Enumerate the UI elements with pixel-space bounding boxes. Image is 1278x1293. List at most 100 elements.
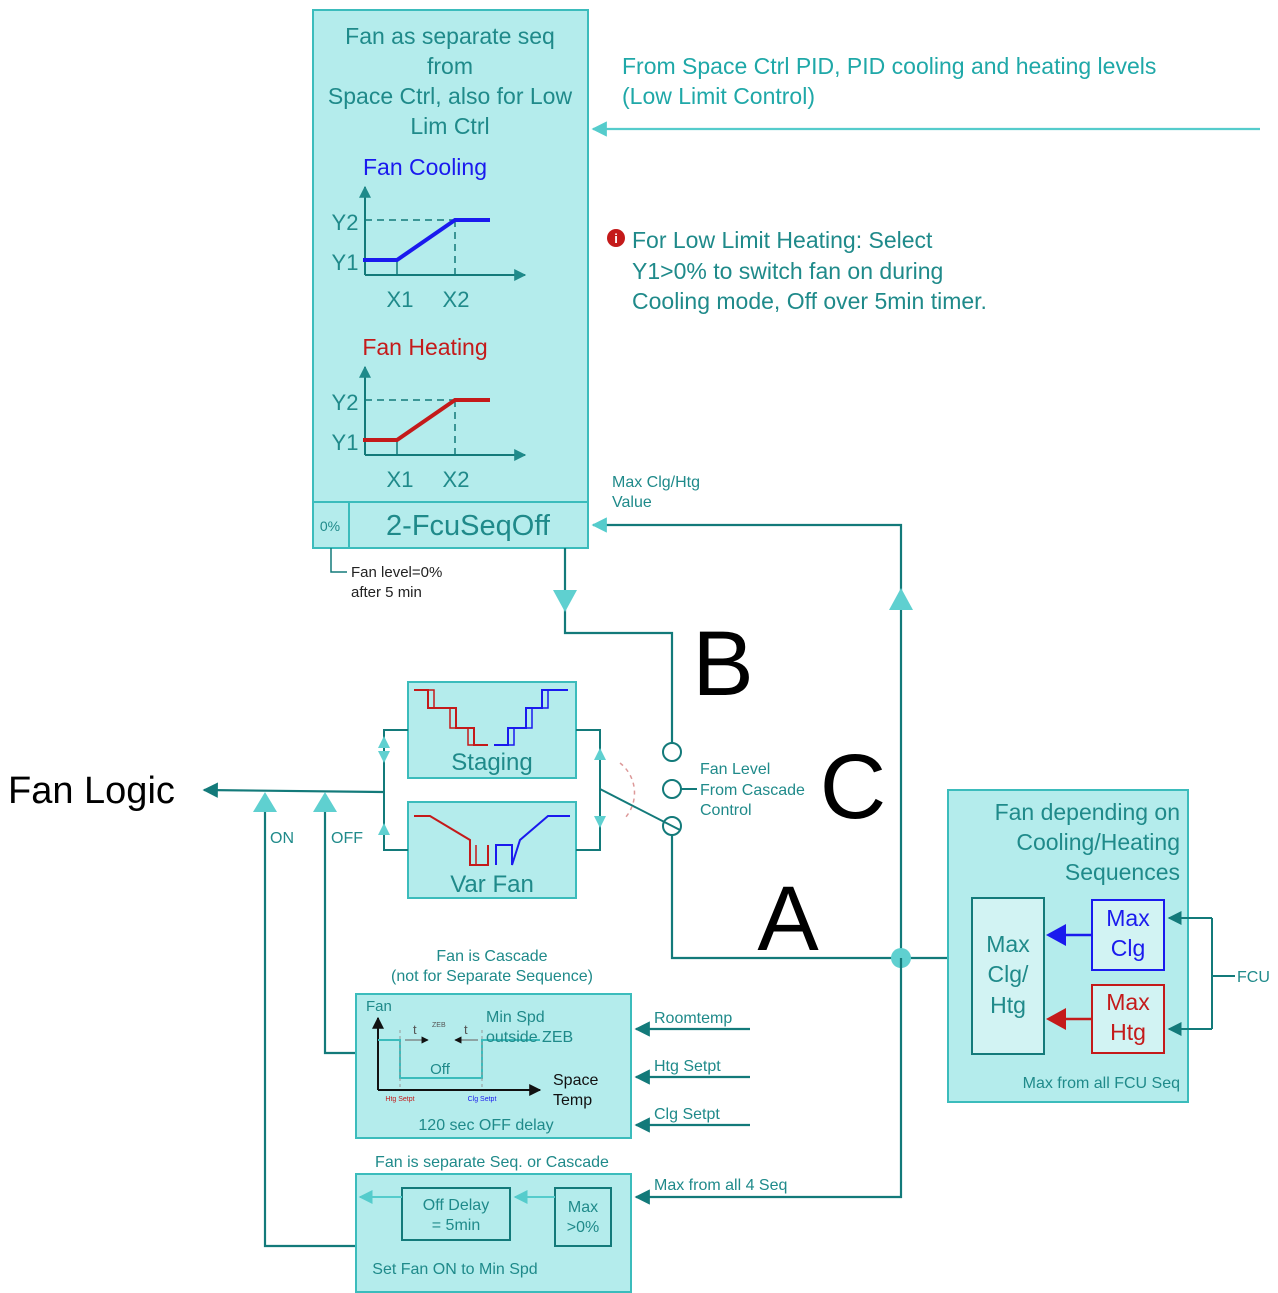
top-box-title-3: Space Ctrl, also for Low [328, 83, 573, 109]
off-arrow [313, 792, 337, 812]
switch-blade [599, 788, 681, 831]
top-box-title-4: Lim Ctrl [410, 113, 489, 139]
svg-text:i: i [614, 231, 618, 246]
fan-level-note-1: Fan level=0% [351, 564, 442, 581]
max-clg-htg-box [971, 897, 1045, 1055]
cooling-x2-label: X2 [443, 287, 470, 312]
label-b: B [692, 613, 753, 715]
cascade-caption-2: (not for Separate Sequence) [391, 968, 593, 985]
cascade-clg-setpt: Clg Setpt [468, 1096, 497, 1103]
max-clg-box [1091, 899, 1165, 971]
feedback-up-arrow [889, 588, 913, 610]
heating-x2-label: X2 [443, 467, 470, 492]
fan-level-note-leader [330, 548, 347, 573]
htg-into-max-arrow [1046, 1008, 1066, 1030]
right-title-1: Fan depending on [995, 799, 1180, 825]
right-footer: Max from all FCU Seq [1023, 1075, 1180, 1092]
fan-cooling-title: Fan Cooling [363, 154, 487, 180]
fan-logic-arrow [202, 782, 385, 798]
max-clg-2: Clg [1111, 935, 1146, 961]
space-temp-2: Temp [553, 1092, 592, 1109]
fan-heating-title: Fan Heating [362, 334, 487, 360]
var-fan-label: Var Fan [450, 871, 534, 898]
var-fan-block: Var Fan [407, 801, 577, 899]
fcu-seq-off-name: 2-FcuSeqOff [386, 510, 551, 542]
min-spd-2: outside ZEB [486, 1029, 573, 1046]
b-path-line [563, 548, 674, 743]
right-title-3: Sequences [1065, 859, 1180, 885]
max-clg-htg-label-1: Max Clg/Htg [612, 474, 700, 491]
pid-note-1: From Space Ctrl PID, PID cooling and hea… [622, 53, 1156, 79]
heating-curve [363, 398, 490, 442]
cascade-curve [378, 1039, 540, 1079]
max-all-seq-line [634, 958, 903, 1205]
cascade-footer: 120 sec OFF delay [418, 1117, 553, 1134]
switch-arc [619, 762, 636, 819]
max-all-seq-label: Max from all 4 Seq [654, 1177, 787, 1194]
off-delay-2: = 5min [432, 1217, 480, 1234]
on-label: ON [270, 830, 294, 847]
max-htg-1: Max [1106, 989, 1150, 1015]
fan-level-note-2: after 5 min [351, 584, 422, 601]
max-clg-htg-2: Clg/ [988, 961, 1030, 987]
max-clg-1: Max [1106, 905, 1150, 931]
low-limit-note-3: Cooling mode, Off over 5min timer. [632, 288, 987, 314]
staging-block: Staging [407, 681, 577, 779]
b-down-arrow [553, 590, 577, 612]
cooling-y2-label: Y2 [332, 210, 359, 235]
cascade-zeb-label: ZEB [432, 1022, 446, 1029]
off-label: OFF [331, 830, 363, 847]
info-icon [607, 229, 625, 247]
fcu-label: FCU [1237, 969, 1270, 986]
on-line [263, 797, 356, 1248]
label-a: A [757, 868, 819, 970]
fan-logic-label: Fan Logic [8, 770, 175, 812]
cooling-y1-label: Y1 [332, 250, 359, 275]
cascade-off-label: Off [430, 1061, 451, 1078]
cascade-t-right: t [464, 1022, 468, 1037]
top-box-title-1: Fan as separate seq [345, 23, 555, 49]
cascade-htg-setpt: Htg Setpt [385, 1096, 414, 1103]
on-arrow [253, 792, 277, 812]
zero-percent-label: 0% [320, 518, 340, 534]
cooling-x1-label: X1 [387, 287, 414, 312]
cascade-label-1: Fan Level [700, 761, 770, 778]
a-path-line [670, 835, 948, 960]
min-spd-1: Min Spd [486, 1009, 545, 1026]
max-gt-zero-box [554, 1187, 612, 1247]
cascade-label-2: From Cascade [700, 782, 805, 799]
pid-note-2: (Low Limit Control) [622, 83, 815, 109]
fan-separate-seq-block: Fan as separate seq from Space Ctrl, als… [312, 9, 589, 549]
cascade-t-left: t [413, 1022, 417, 1037]
max-gt-zero-2: >0% [567, 1219, 599, 1236]
max-clg-htg-1: Max [986, 931, 1030, 957]
off-line [323, 797, 356, 1055]
cascade-caption-1: Fan is Cascade [436, 948, 547, 965]
separate-footer: Set Fan ON to Min Spd [372, 1261, 537, 1278]
max-gt-zero-1: Max [568, 1199, 598, 1216]
switch-contact-b [662, 742, 682, 762]
space-temp-1: Space [553, 1072, 598, 1089]
off-delay-box [401, 1187, 511, 1241]
cascade-box [355, 993, 632, 1139]
max-htg-2: Htg [1110, 1019, 1146, 1045]
max-clg-htg-3: Htg [990, 992, 1026, 1018]
right-bracket [576, 729, 601, 851]
max-value-feedback-line [591, 517, 903, 958]
var-fan-box [407, 801, 577, 899]
switch-contact-c [662, 779, 682, 799]
heating-y1-label: Y1 [332, 430, 359, 455]
separate-seq-block: Off Delay = 5min Max >0% Set Fan ON to M… [355, 1173, 632, 1293]
right-title-2: Cooling/Heating [1016, 829, 1180, 855]
heating-x1-label: X1 [387, 467, 414, 492]
left-bracket [383, 729, 408, 851]
cascade-block: Fan t t ZEB Min Spd outside ZEB Off Spac… [355, 993, 632, 1139]
fan-depending-block: Fan depending on Cooling/Heating Sequenc… [947, 789, 1189, 1103]
heating-y2-label: Y2 [332, 390, 359, 415]
low-limit-note-1: For Low Limit Heating: Select [632, 227, 933, 253]
cascade-label-3: Control [700, 802, 752, 819]
roomtemp-label: Roomtemp [654, 1010, 732, 1027]
max-clg-htg-label-2: Value [612, 494, 652, 511]
